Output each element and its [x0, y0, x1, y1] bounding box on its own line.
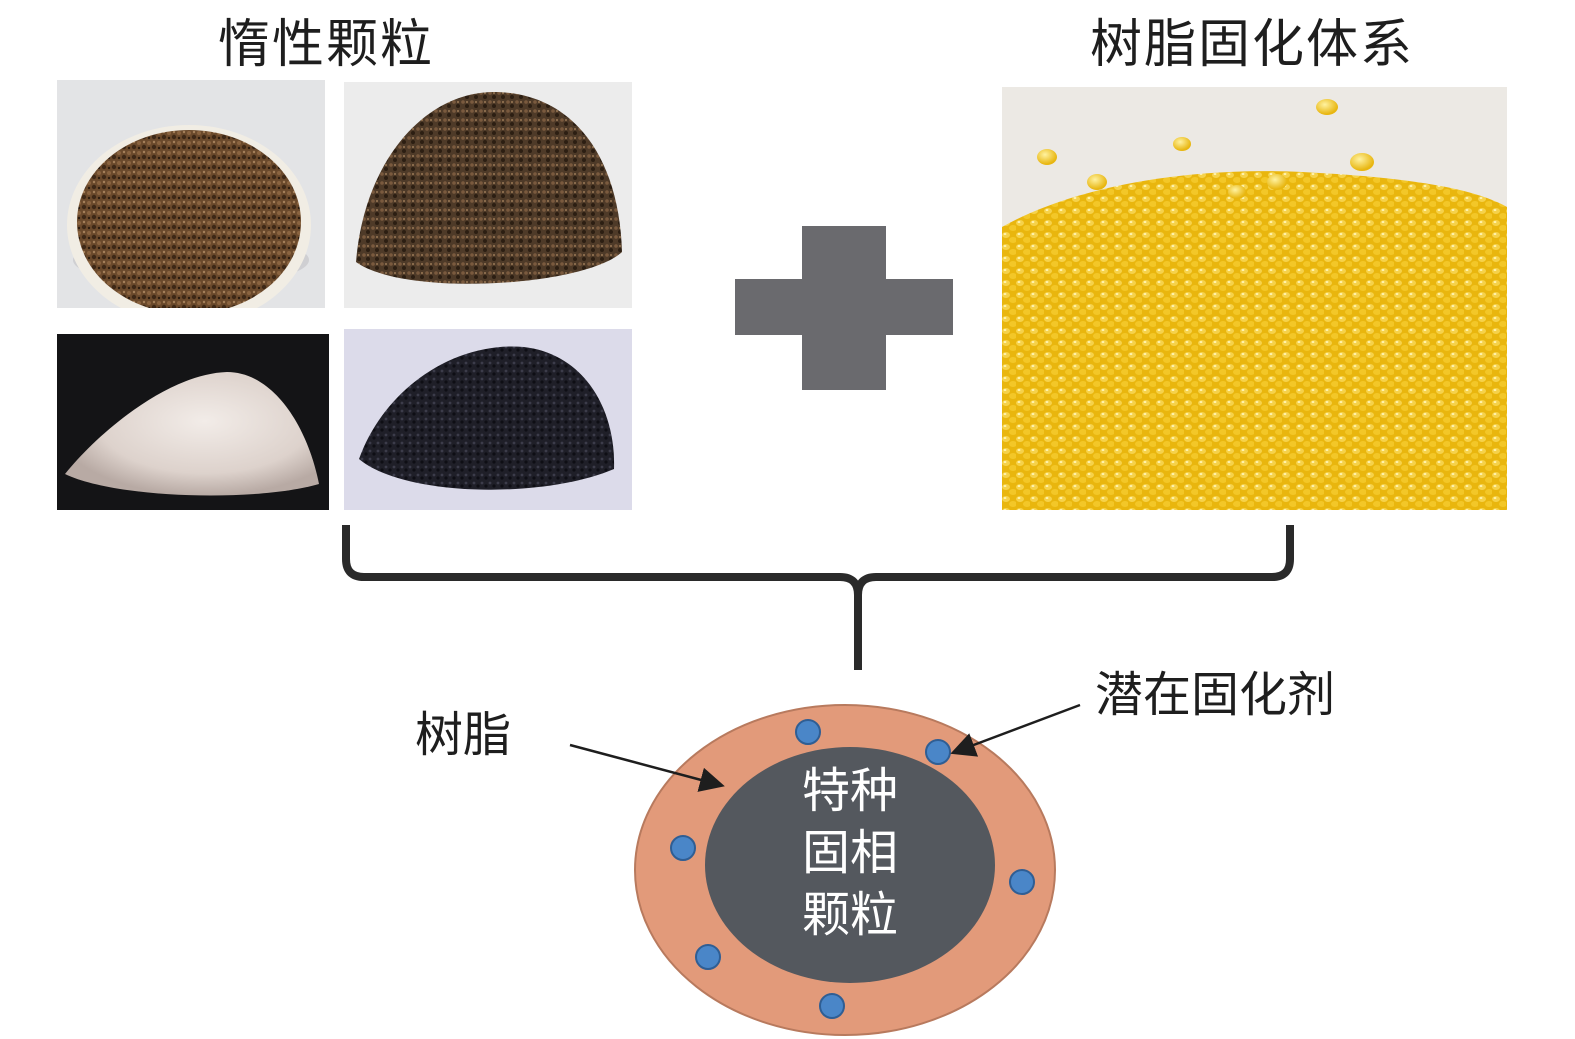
resin-label: 树脂 [415, 707, 512, 763]
core-label-line2: 固相 [801, 825, 898, 881]
latent-curing-agent-dots [670, 719, 1035, 1019]
resin-arrow [569, 743, 725, 792]
composite-particle-diagram [569, 703, 1081, 1036]
black-granules-photo [344, 329, 632, 510]
core-label-line1: 特种 [801, 763, 898, 819]
brace-connector [342, 525, 1294, 670]
curing-agent-arrow [950, 703, 1081, 757]
agent-dot [819, 993, 845, 1019]
title-resin-curing-system: 树脂固化体系 [1090, 15, 1415, 75]
agent-dot [795, 719, 821, 745]
latent-curing-agent-label: 潜在固化剂 [1095, 667, 1336, 723]
agent-dot [1009, 869, 1035, 895]
solid-particle-core [705, 747, 995, 983]
brown-granules-dish-photo [57, 80, 325, 308]
agent-dot [695, 944, 721, 970]
plus-icon [735, 226, 953, 390]
dark-granules-pile-photo [344, 82, 632, 308]
agent-dot [925, 739, 951, 765]
white-powder-photo [57, 334, 329, 510]
agent-dot [670, 835, 696, 861]
core-label: 特种 固相 颗粒 [740, 760, 960, 946]
core-label-line3: 颗粒 [801, 887, 898, 943]
title-inert-particles: 惰性颗粒 [218, 15, 435, 75]
yellow-resin-pellets-photo [1002, 87, 1507, 510]
